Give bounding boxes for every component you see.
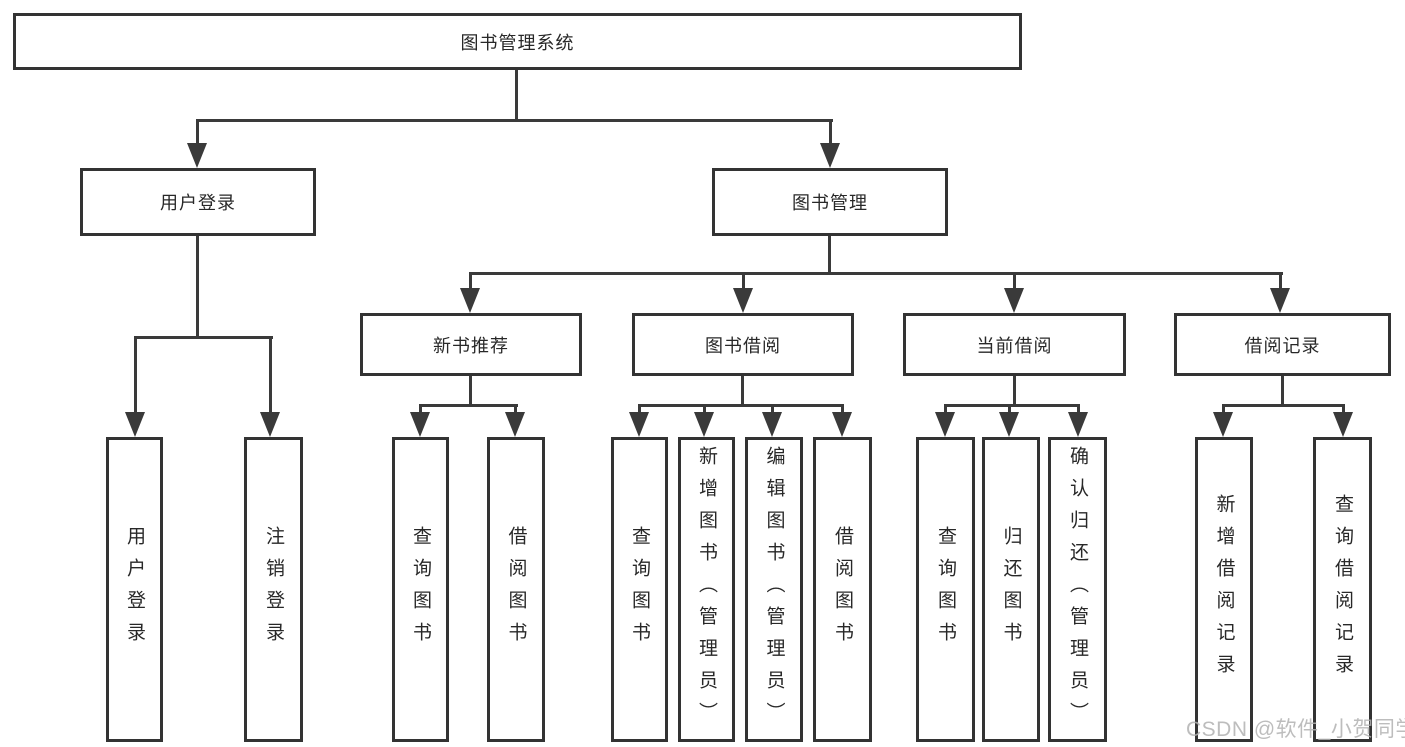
connector-line xyxy=(134,336,273,339)
node-return-books: 归还图书 xyxy=(982,437,1040,742)
connector-line xyxy=(469,274,472,289)
connector-line xyxy=(829,121,832,144)
connector-line xyxy=(514,406,517,413)
connector-line xyxy=(944,406,947,413)
node-logout-action: 注销登录 xyxy=(244,437,303,742)
arrowhead-icon xyxy=(260,412,280,437)
node-query-books-2: 查询图书 xyxy=(611,437,668,742)
connector-line xyxy=(828,234,831,274)
arrowhead-icon xyxy=(832,412,852,437)
node-book-borrow: 图书借阅 xyxy=(632,313,854,376)
arrowhead-icon xyxy=(1004,288,1024,313)
node-label-current-borrow: 当前借阅 xyxy=(976,335,1053,356)
node-label-query-books-2: 查询图书 xyxy=(629,525,650,654)
node-label-query-books-1: 查询图书 xyxy=(410,525,431,654)
node-label-return-books: 归还图书 xyxy=(1000,525,1022,654)
arrowhead-icon xyxy=(187,143,207,168)
node-label-query-borrow-record: 查询借阅记录 xyxy=(1332,493,1353,686)
arrowhead-icon xyxy=(999,412,1019,437)
connector-line xyxy=(419,404,518,407)
arrowhead-icon xyxy=(505,412,525,437)
node-edit-books-admin: 编辑图书（管理员） xyxy=(745,437,803,742)
arrowhead-icon xyxy=(460,288,480,313)
node-borrow-records: 借阅记录 xyxy=(1174,313,1391,376)
connector-line xyxy=(1342,406,1345,413)
node-label-book-borrow: 图书借阅 xyxy=(705,335,781,356)
connector-line xyxy=(469,374,472,406)
connector-line xyxy=(742,274,745,289)
connector-line xyxy=(771,406,774,413)
node-add-borrow-record: 新增借阅记录 xyxy=(1195,437,1253,742)
node-current-borrow: 当前借阅 xyxy=(903,313,1126,376)
arrowhead-icon xyxy=(694,412,714,437)
node-label-edit-books-admin: 编辑图书（管理员） xyxy=(763,445,785,734)
node-query-books-1: 查询图书 xyxy=(392,437,449,742)
connector-line xyxy=(196,119,833,122)
arrowhead-icon xyxy=(1068,412,1088,437)
arrowhead-icon xyxy=(629,412,649,437)
arrowhead-icon xyxy=(1270,288,1290,313)
node-label-borrow-books-2: 借阅图书 xyxy=(832,525,853,654)
node-query-books-3: 查询图书 xyxy=(916,437,975,742)
connector-line xyxy=(196,234,199,338)
connector-line xyxy=(741,374,744,406)
arrowhead-icon xyxy=(410,412,430,437)
node-borrow-books-2: 借阅图书 xyxy=(813,437,872,742)
node-label-confirm-return-admin: 确认归还（管理员） xyxy=(1067,445,1088,734)
node-label-add-books-admin: 新增图书（管理员） xyxy=(696,445,717,734)
arrowhead-icon xyxy=(733,288,753,313)
node-label-book-management: 图书管理 xyxy=(792,193,868,213)
arrowhead-icon xyxy=(935,412,955,437)
node-label-query-books-3: 查询图书 xyxy=(935,525,956,654)
connector-line xyxy=(944,404,1080,407)
csdn-watermark: CSDN @软件_小贺同学 xyxy=(1186,718,1405,741)
connector-line xyxy=(1222,406,1225,413)
connector-line xyxy=(1281,374,1284,406)
node-system: 图书管理系统 xyxy=(13,13,1022,70)
node-new-book-recommend: 新书推荐 xyxy=(360,313,582,376)
arrowhead-icon xyxy=(125,412,145,437)
node-add-books-admin: 新增图书（管理员） xyxy=(678,437,735,742)
node-label-add-borrow-record: 新增借阅记录 xyxy=(1213,493,1235,686)
connector-line xyxy=(1077,406,1080,413)
connector-line xyxy=(196,121,199,144)
node-query-borrow-record: 查询借阅记录 xyxy=(1313,437,1372,742)
node-label-logout-action: 注销登录 xyxy=(263,525,284,654)
node-label-borrow-books-1: 借阅图书 xyxy=(505,525,527,654)
node-book-management: 图书管理 xyxy=(712,168,948,236)
connector-line xyxy=(1013,274,1016,289)
connector-line xyxy=(1279,274,1282,289)
node-confirm-return-admin: 确认归还（管理员） xyxy=(1048,437,1107,742)
connector-line xyxy=(134,338,137,413)
connector-line xyxy=(1008,406,1011,413)
connector-line xyxy=(703,406,706,413)
node-label-login-action: 用户登录 xyxy=(124,525,145,654)
node-label-borrow-records: 借阅记录 xyxy=(1244,335,1321,356)
connector-line xyxy=(469,272,1283,275)
connector-line xyxy=(638,406,641,413)
connector-line xyxy=(515,70,518,121)
node-label-user-login: 用户登录 xyxy=(160,193,236,213)
node-label-system: 图书管理系统 xyxy=(460,32,575,53)
connector-line xyxy=(269,338,272,413)
node-user-login: 用户登录 xyxy=(80,168,316,236)
node-login-action: 用户登录 xyxy=(106,437,163,742)
connector-line xyxy=(1222,404,1345,407)
arrowhead-icon xyxy=(762,412,782,437)
connector-line xyxy=(1013,374,1016,406)
arrowhead-icon xyxy=(1213,412,1233,437)
node-borrow-books-1: 借阅图书 xyxy=(487,437,545,742)
connector-line xyxy=(419,406,422,413)
connector-line xyxy=(841,406,844,413)
arrowhead-icon xyxy=(1333,412,1353,437)
arrowhead-icon xyxy=(820,143,840,168)
node-label-new-book-recommend: 新书推荐 xyxy=(433,335,509,356)
connector-line xyxy=(638,404,844,407)
